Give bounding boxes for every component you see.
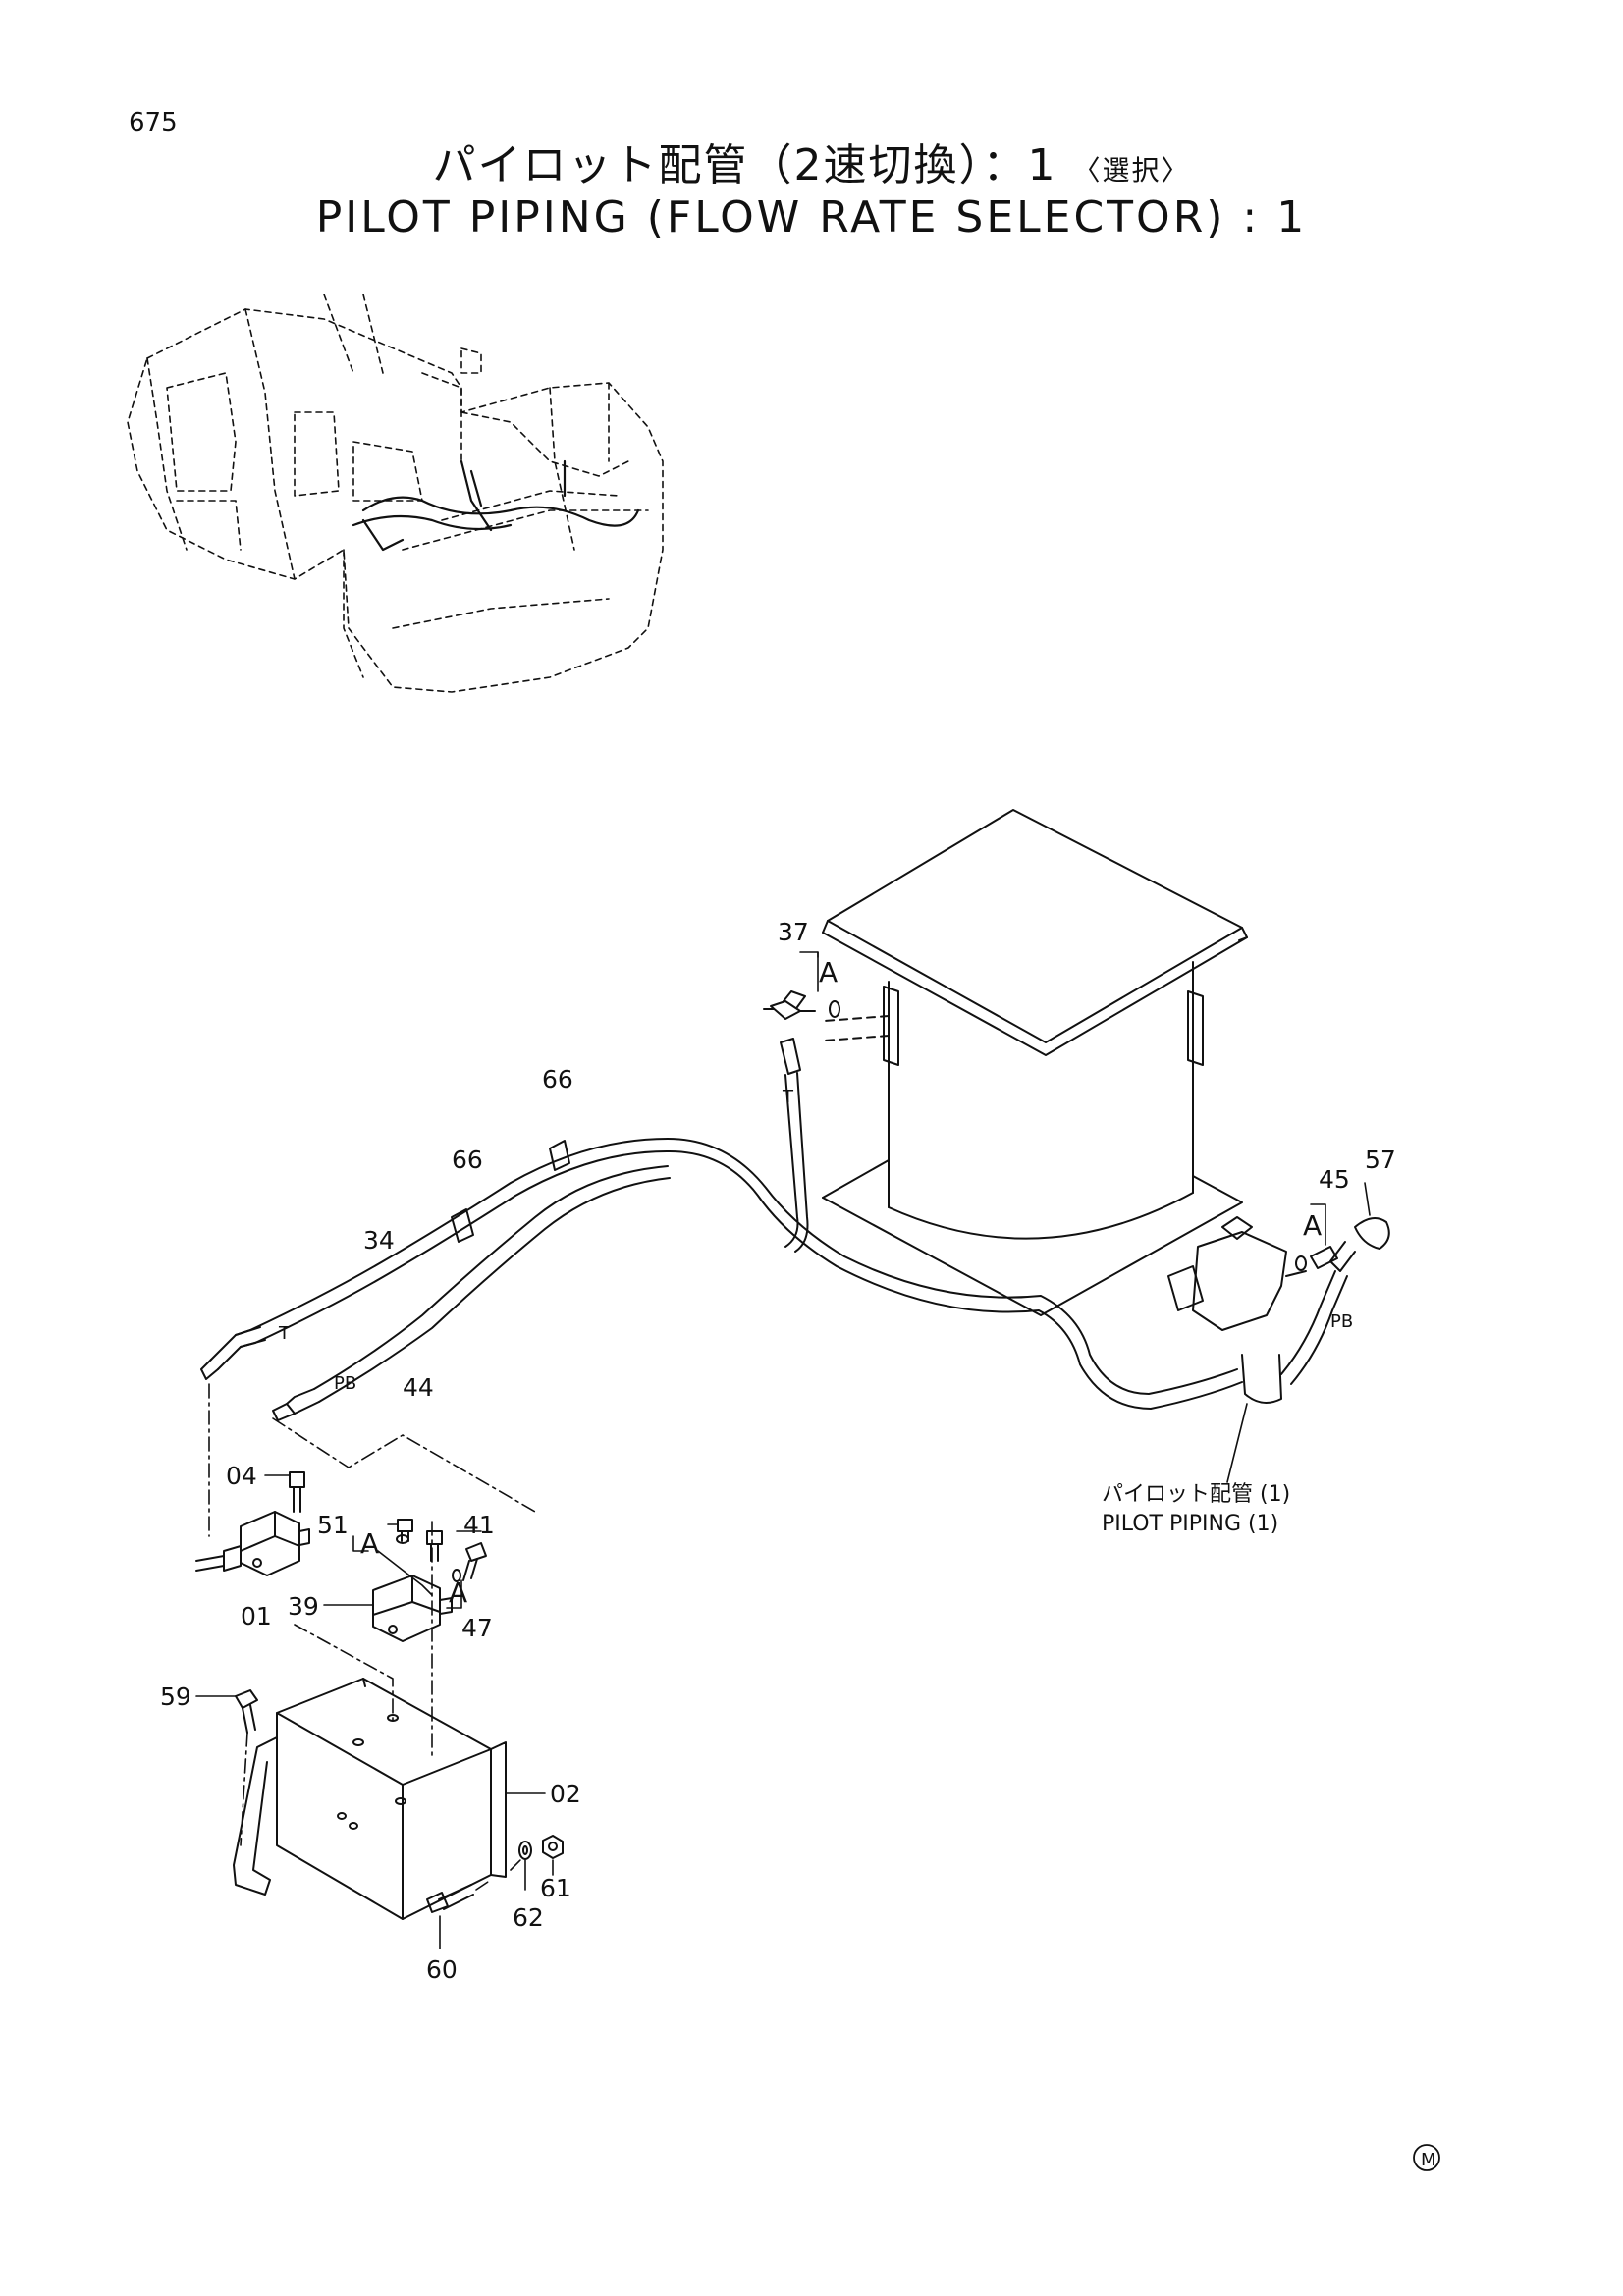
leader-pilot-piping: [1226, 1403, 1248, 1483]
reference-en: PILOT PIPING (1): [1102, 1512, 1279, 1536]
valve-39: [372, 1575, 453, 1642]
detail-labels: A A A A: [360, 956, 1322, 1609]
part-51-bolt: [397, 1519, 413, 1542]
hose-34: [249, 1138, 1243, 1410]
label-04: 04: [226, 1462, 257, 1490]
detail-a-tank: A: [819, 956, 838, 988]
part-labels: 37 66 66 34 44 45 57 04 51 41 01 39 47 5…: [160, 918, 1396, 1984]
machine-overview: [127, 294, 664, 693]
port-labels: T T PB PB: [278, 1087, 1353, 1394]
title-jp-main: パイロット配管（2速切換）：1: [432, 140, 1057, 190]
label-34: 34: [363, 1226, 395, 1255]
page-number: 675: [129, 108, 178, 137]
hose-44: [313, 1165, 671, 1403]
leader-37: [799, 951, 819, 992]
detail-a-47: A: [449, 1576, 467, 1609]
label-39: 39: [288, 1592, 319, 1621]
label-60: 60: [426, 1955, 458, 1984]
port-pb-left: PB: [334, 1373, 356, 1394]
label-45: 45: [1319, 1165, 1350, 1194]
label-01: 01: [241, 1602, 272, 1630]
leaders-lower: [264, 1474, 482, 1609]
port-t-left: T: [278, 1323, 291, 1344]
machine-overview-pipes: [352, 459, 640, 552]
label-59: 59: [160, 1682, 191, 1711]
part-41-bolt: [426, 1530, 443, 1562]
clamp-66-upper: [549, 1140, 570, 1171]
leader-59-dashdot: [240, 1732, 248, 1846]
port-pb-right: PB: [1330, 1311, 1353, 1332]
label-37: 37: [778, 918, 809, 946]
detail-a-right: A: [1303, 1209, 1322, 1242]
label-66-upper: 66: [542, 1065, 573, 1094]
part-62-washer: [518, 1841, 532, 1860]
label-44: 44: [403, 1373, 434, 1402]
bracket-02: [233, 1678, 507, 1920]
valve-01: [195, 1511, 310, 1576]
circle-mark-letter: M: [1421, 2150, 1436, 2170]
oring-51: [396, 1534, 409, 1544]
reference-note: パイロット配管 (1) PILOT PIPING (1): [1102, 1480, 1290, 1539]
port-t-tank: T: [782, 1087, 794, 1107]
label-66-lower: 66: [452, 1146, 483, 1174]
label-61: 61: [540, 1874, 571, 1902]
selector-valve-right: [1167, 1216, 1307, 1404]
title-english: PILOT PIPING (FLOW RATE SELECTOR) : 1: [315, 192, 1308, 242]
part-61-nut: [542, 1835, 564, 1859]
hose-44-end: [272, 1388, 320, 1421]
part-60-bolt: [426, 1884, 474, 1913]
circle-mark: [1413, 2144, 1440, 2171]
hose-pb-right: [1280, 1270, 1348, 1385]
label-62: 62: [513, 1903, 544, 1932]
label-51: 51: [317, 1511, 349, 1539]
part-57-fitting: [1329, 1217, 1390, 1272]
detail-a-51: A: [360, 1527, 379, 1560]
label-02: 02: [550, 1780, 581, 1808]
leaders-45-57: [1310, 1182, 1371, 1246]
label-41: 41: [463, 1511, 495, 1539]
label-57: 57: [1365, 1146, 1396, 1174]
label-47: 47: [461, 1614, 493, 1642]
clamp-66-lower: [451, 1208, 474, 1243]
leaders-bracket: [195, 1695, 554, 1949]
title-jp-note: 〈選択〉: [1072, 154, 1191, 187]
hydraulic-tank: [822, 809, 1248, 1316]
part-59-bolt: [235, 1689, 258, 1734]
hose-34-end: [200, 1326, 266, 1380]
reference-jp: パイロット配管 (1): [1102, 1482, 1291, 1507]
hose-t-tank: [780, 1038, 809, 1253]
part-45-fitting: [1295, 1246, 1338, 1271]
part-04-bolt: [289, 1471, 305, 1513]
title-japanese: パイロット配管（2速切換）：1 〈選択〉: [0, 130, 1623, 192]
part-47-fitting: [452, 1542, 487, 1582]
part-37-fitting: [763, 990, 840, 1020]
